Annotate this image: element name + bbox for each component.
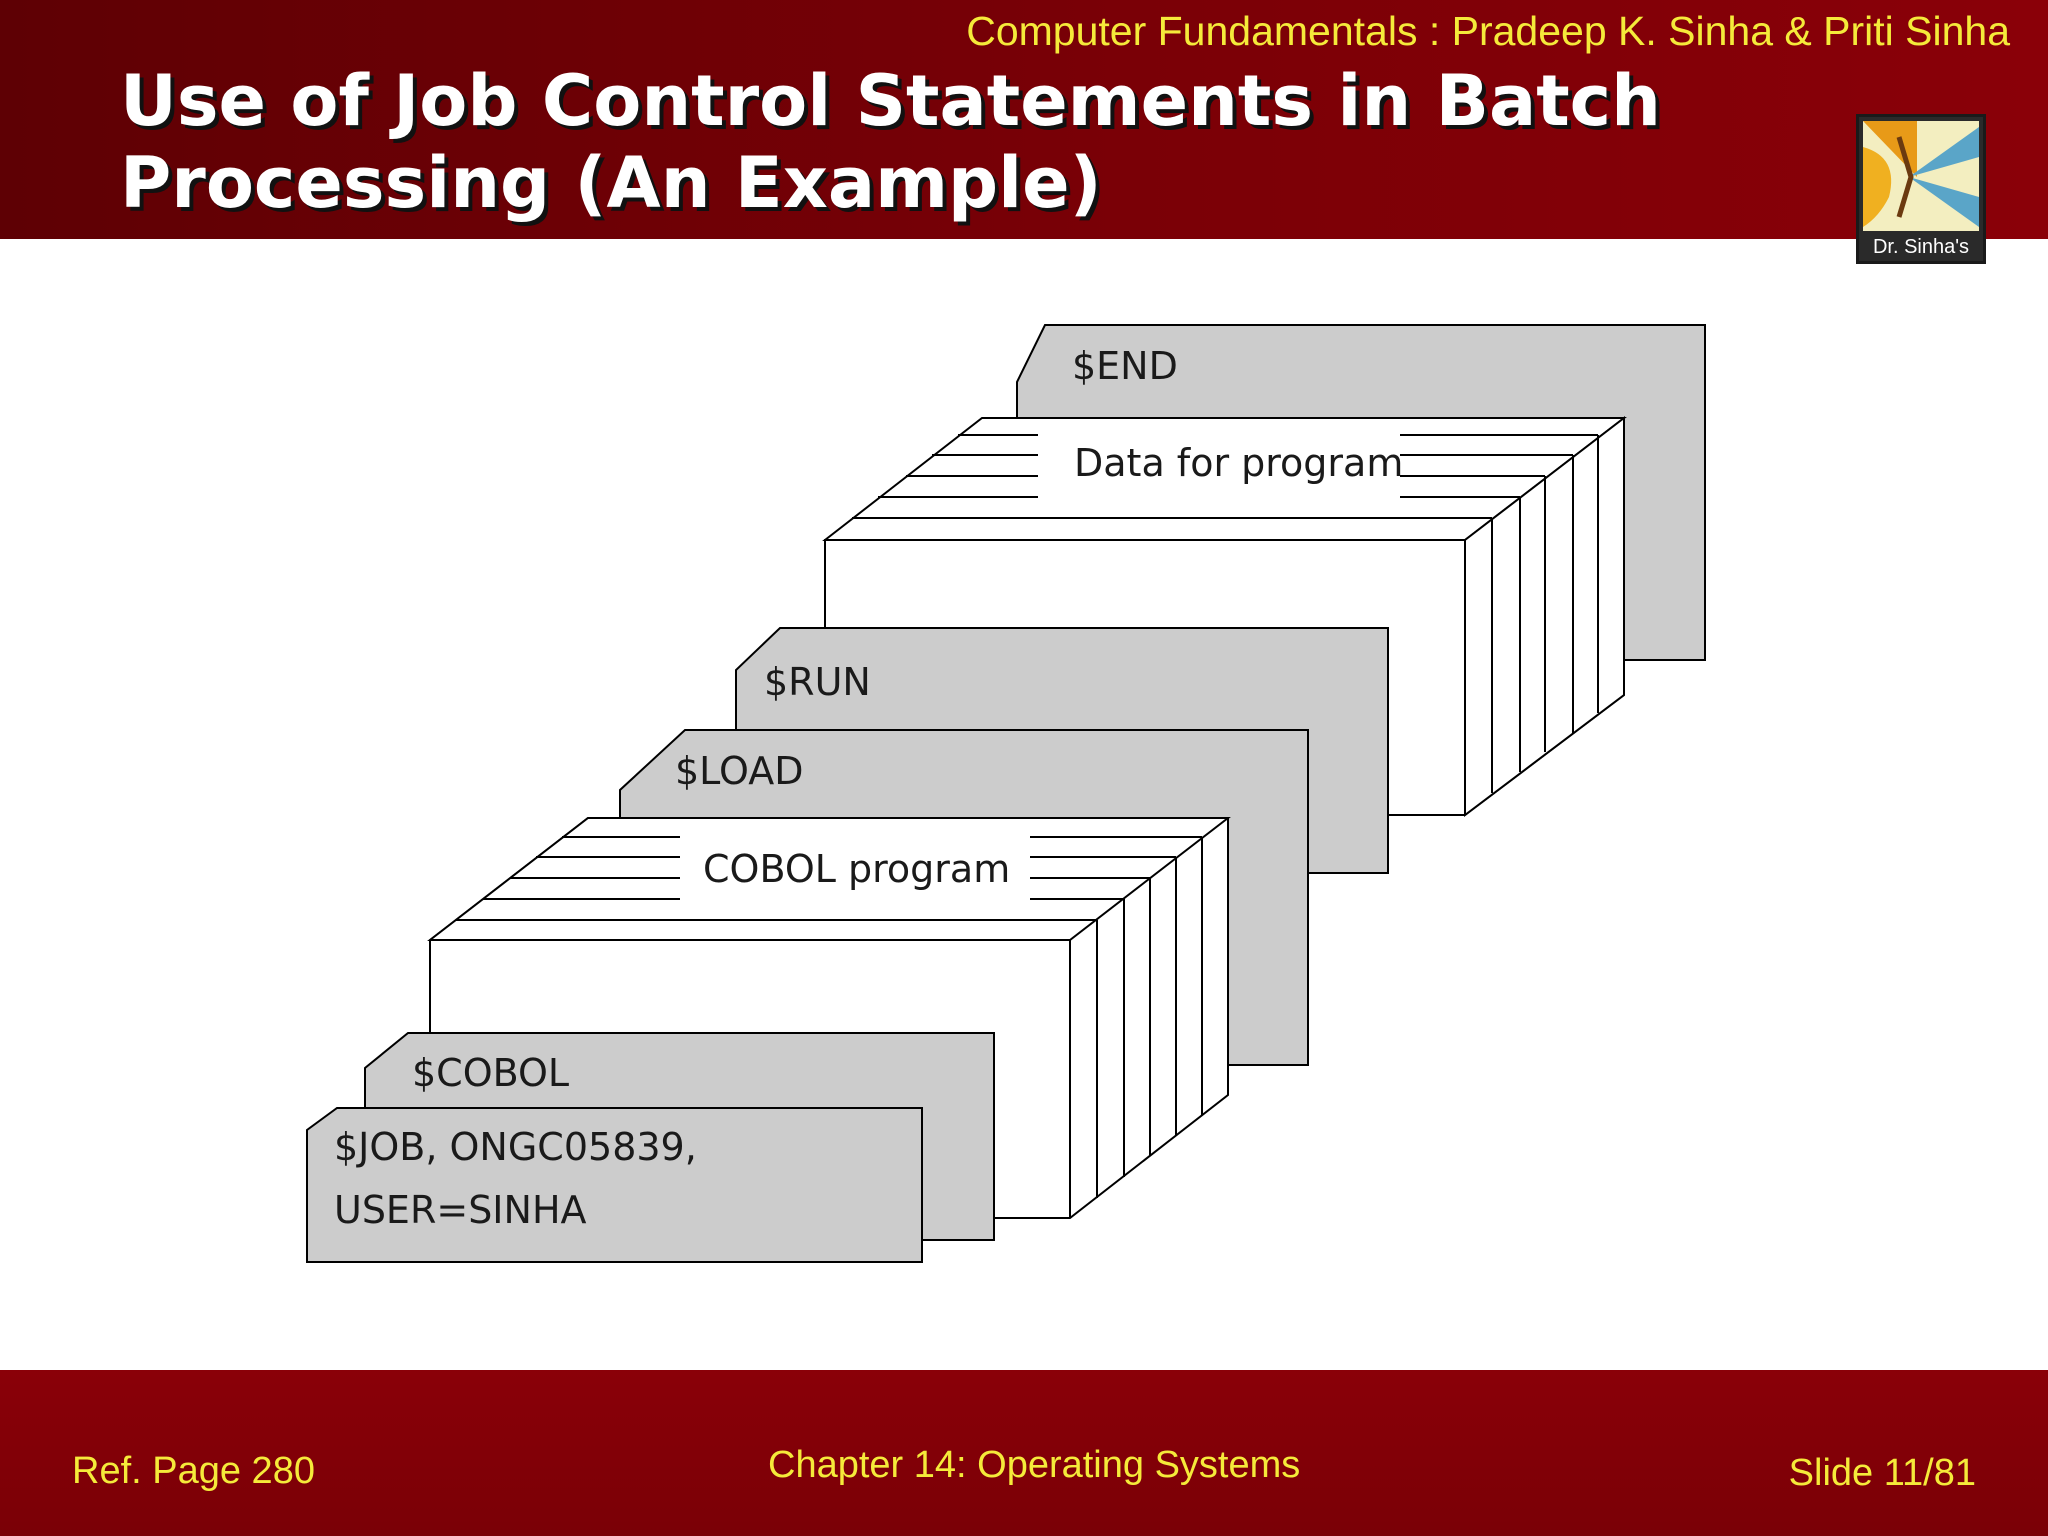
data-label: Data for program [1074,441,1403,485]
logo-text: Dr. Sinha's [1872,236,1970,258]
ref-page: Ref. Page 280 [72,1450,315,1492]
cobol-program-label: COBOL program [703,847,1010,891]
job-card [306,1107,923,1263]
header-bar: Computer Fundamentals : Pradeep K. Sinha… [0,0,2048,239]
chapter-title: Chapter 14: Operating Systems [768,1444,1301,1486]
attribution: Computer Fundamentals : Pradeep K. Sinha… [966,8,2010,54]
slide-number: Slide 11/81 [1788,1452,1976,1494]
logo-icon [1863,121,1979,231]
cobol-label: $COBOL [412,1051,569,1095]
footer-bar: Ref. Page 280 Chapter 14: Operating Syst… [0,1370,2048,1536]
run-label: $RUN [764,660,871,704]
logo: Dr. Sinha's [1856,114,1986,264]
job-label-line2: USER=SINHA [334,1188,587,1232]
job-label-line1: $JOB, ONGC05839, [334,1125,697,1169]
slide-title: Use of Job Control Statements in Batch P… [120,60,1661,224]
load-label: $LOAD [675,749,804,793]
end-label: $END [1072,344,1178,388]
